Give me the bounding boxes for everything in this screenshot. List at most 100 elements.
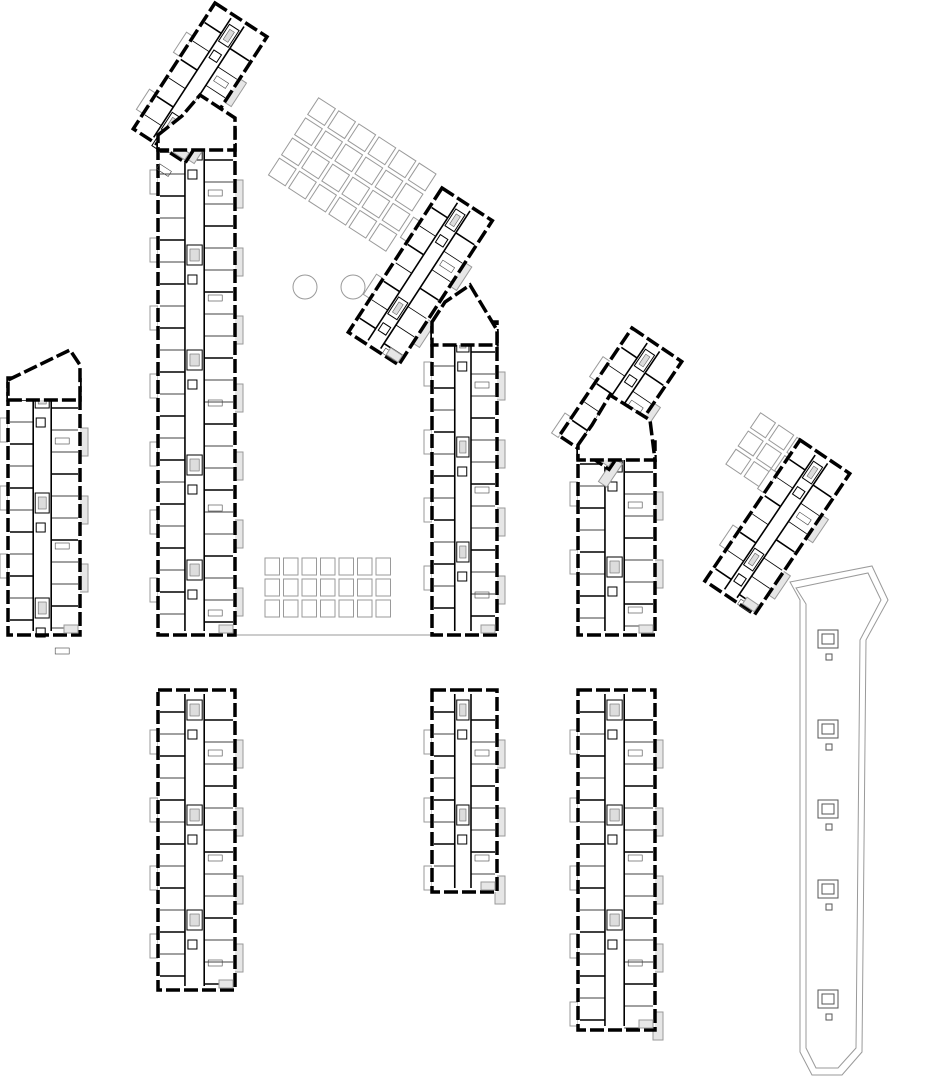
partition <box>407 243 425 256</box>
interior-wall <box>367 202 459 341</box>
stair-flight <box>392 301 404 316</box>
stair-flight <box>459 703 467 717</box>
partition <box>168 77 186 89</box>
paving-tile <box>354 156 384 186</box>
kitchen-counter <box>207 609 223 617</box>
paving-tile <box>357 557 373 576</box>
bathroom <box>208 49 223 64</box>
bathroom <box>377 321 392 336</box>
paving-tile <box>300 150 331 180</box>
paving-tile <box>737 430 764 457</box>
bathroom <box>187 274 198 285</box>
partition <box>144 114 162 126</box>
partition <box>775 539 795 553</box>
kitchen-counter <box>627 749 643 757</box>
bathroom <box>607 586 618 597</box>
paving-tile <box>375 557 391 576</box>
balcony <box>718 524 741 551</box>
stair-core-inner <box>821 883 835 895</box>
bathroom <box>457 361 468 372</box>
shaft <box>825 903 833 911</box>
stair <box>387 296 409 321</box>
stair <box>186 559 203 581</box>
shaft <box>825 743 833 751</box>
bathroom <box>457 466 468 477</box>
partition <box>751 575 771 589</box>
paving-tile <box>338 578 354 597</box>
stair-core-inner <box>821 633 835 645</box>
paving-tile <box>334 143 364 173</box>
paving-tile <box>264 578 280 597</box>
stair <box>633 348 656 373</box>
terrace <box>638 624 654 634</box>
kitchen-counter <box>795 511 812 526</box>
courtyard <box>235 97 889 1076</box>
kitchen-counter <box>213 75 230 89</box>
paving-tile <box>307 97 337 127</box>
exterior-wall <box>430 688 499 894</box>
stair-core <box>817 799 839 819</box>
kitchen-counter <box>207 749 223 757</box>
long-building-outline <box>789 565 889 1076</box>
long-building-cores <box>817 629 839 1021</box>
stair-flight <box>222 28 235 43</box>
balcony <box>135 88 157 115</box>
paving-tile <box>755 442 783 469</box>
building-wing <box>345 185 495 368</box>
interior-wall <box>723 454 816 590</box>
bathroom <box>607 729 618 740</box>
partition <box>776 477 794 489</box>
paving-tile <box>367 136 397 166</box>
stair <box>801 460 824 485</box>
stair-core <box>817 629 839 649</box>
stair-core <box>817 879 839 899</box>
partition <box>419 287 439 301</box>
stair-flight <box>189 913 200 927</box>
partition <box>596 383 613 396</box>
paving-tile <box>301 578 317 597</box>
paving-tile <box>357 599 373 618</box>
partition <box>205 84 226 99</box>
stair-flight <box>609 703 620 717</box>
bathroom <box>35 522 46 533</box>
paving-tile <box>321 163 351 193</box>
stair <box>186 454 203 476</box>
building-wing <box>149 128 244 637</box>
building-wing <box>130 0 270 177</box>
stair <box>606 909 623 931</box>
kitchen-counter <box>156 163 172 177</box>
paving-tile <box>320 599 336 618</box>
paving-grid-lower <box>264 557 391 618</box>
stair <box>34 597 50 619</box>
paving-tile <box>283 557 299 576</box>
kitchen-counter <box>474 486 490 494</box>
stair <box>186 699 203 721</box>
stair <box>186 244 203 266</box>
bathroom <box>457 571 468 582</box>
kitchen-counter <box>207 399 223 407</box>
corner-joint <box>430 282 499 347</box>
terrace <box>218 979 234 989</box>
shaft <box>825 653 833 661</box>
building-wing <box>569 440 664 637</box>
paving-tile <box>387 149 417 179</box>
stair-flight <box>459 440 467 454</box>
partition <box>632 390 652 404</box>
building-wing <box>702 437 853 617</box>
shaft <box>825 823 833 831</box>
stair <box>34 492 50 514</box>
stair-flight <box>609 913 620 927</box>
stair-core <box>817 719 839 739</box>
paving-tile <box>338 557 354 576</box>
shaft <box>825 1013 833 1021</box>
bathroom <box>187 834 198 845</box>
partition <box>620 346 638 359</box>
bathroom <box>35 627 46 638</box>
building-wing <box>423 688 506 905</box>
bathroom <box>187 484 198 495</box>
terrace <box>638 1019 654 1029</box>
bathroom <box>457 729 468 740</box>
paving-tile <box>749 412 777 439</box>
stair <box>186 349 203 371</box>
kitchen-counter <box>627 959 643 967</box>
